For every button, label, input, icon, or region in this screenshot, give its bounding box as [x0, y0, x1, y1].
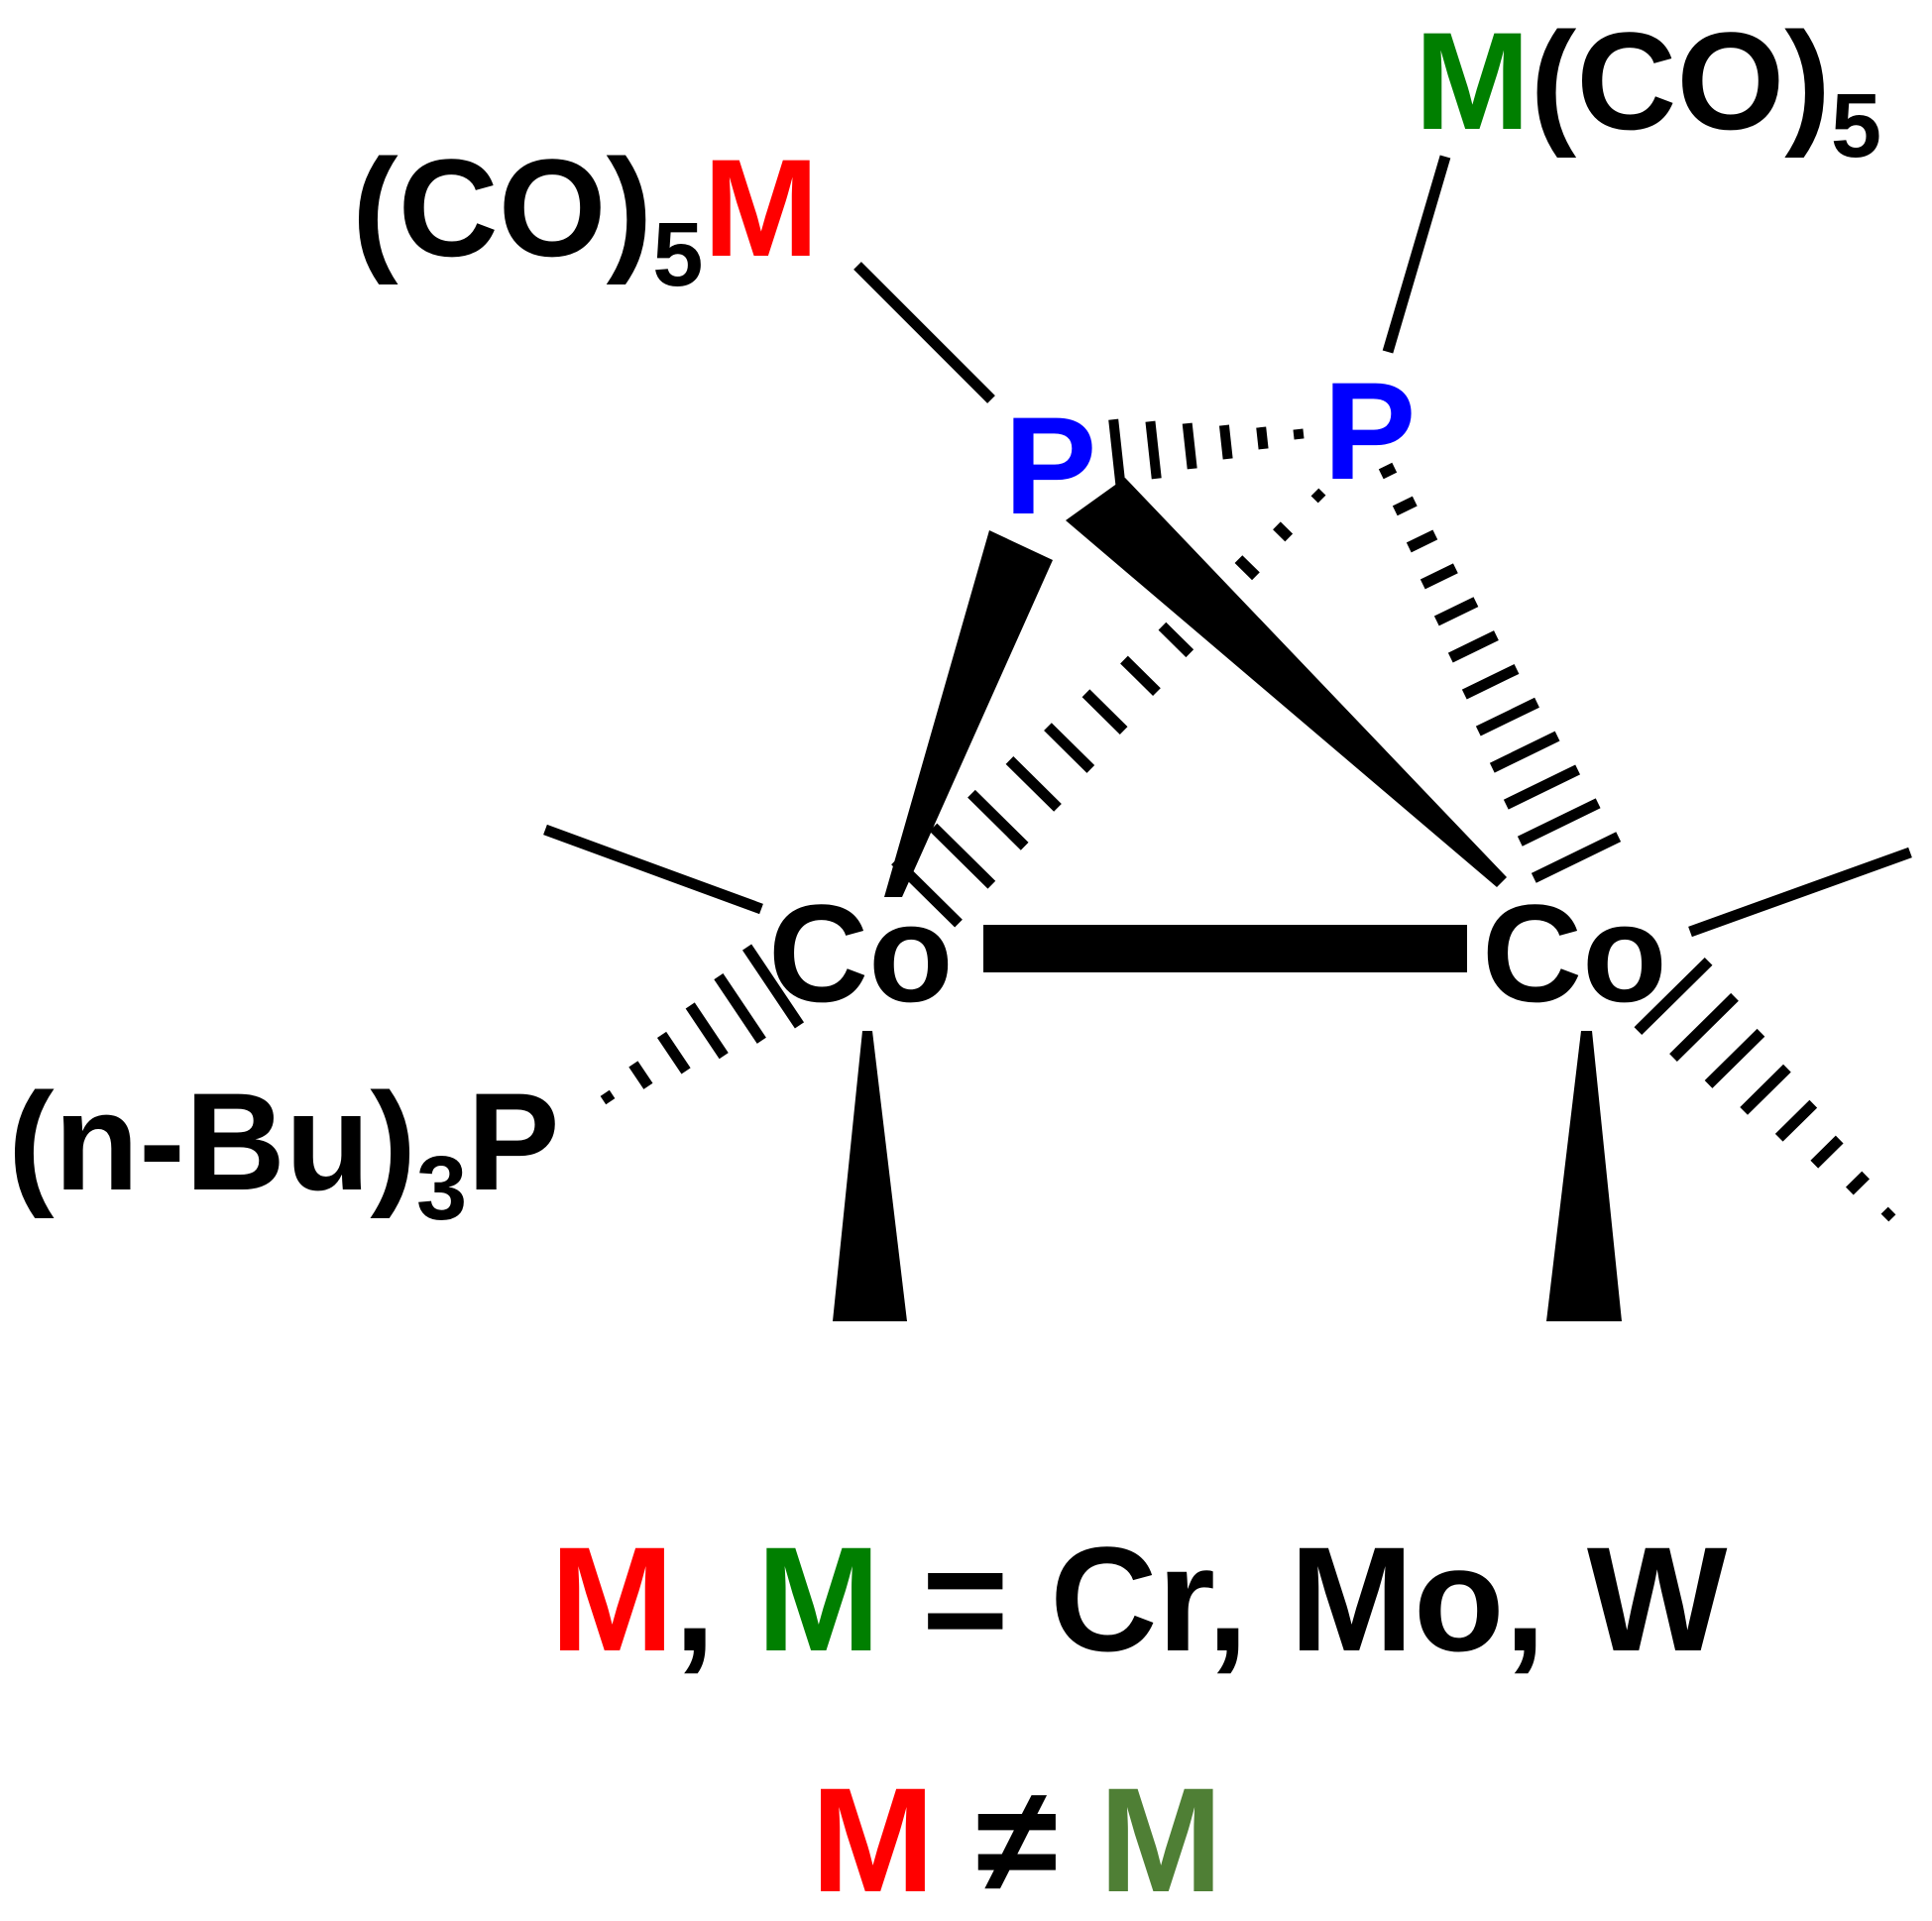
tributylphosphine-ligand: (n-Bu)3P: [8, 1064, 560, 1239]
hash-p-right-co-right-stroke: [1378, 462, 1398, 480]
phosphorus-left: P: [1004, 388, 1096, 543]
plain-bonds: [543, 155, 1912, 938]
hash-co-right-ligand-stroke: [1669, 992, 1739, 1062]
hash-p-right-co-right-stroke: [1489, 731, 1560, 773]
hash-co-left-p-right-stroke: [1081, 689, 1128, 734]
hash-p-left-p-right-stroke: [1218, 424, 1233, 460]
hash-co-left-p-right-stroke: [1120, 655, 1161, 697]
hash-co-left-phosphine-stroke: [685, 1002, 729, 1060]
m1-carbonyl-subscript: 5: [652, 204, 703, 305]
hash-co-left-phosphine-stroke: [600, 1089, 616, 1105]
m2-carbonyl-suffix: (CO): [1531, 3, 1831, 159]
hash-p-right-co-right-stroke: [1406, 529, 1438, 553]
hash-co-left-p-right-stroke: [891, 856, 963, 928]
hash-p-right-co-right-stroke: [1392, 496, 1418, 516]
hash-co-left-p-right-stroke: [1310, 488, 1326, 504]
hash-p-left-p-right-stroke: [1182, 422, 1197, 470]
hash-p-right-co-right-stroke: [1531, 832, 1622, 883]
bond-co-left-methyl-ligand: [543, 824, 763, 915]
hash-co-right-ligand-stroke: [1634, 957, 1713, 1036]
phosphorus-right: P: [1323, 353, 1416, 508]
legend-metal-list: = Cr, Mo, W: [880, 1516, 1728, 1682]
hash-co-right-ligand-stroke: [1704, 1028, 1765, 1088]
hash-p-right-co-right-stroke: [1475, 697, 1539, 736]
hash-co-left-phosphine-stroke: [741, 944, 805, 1029]
wedge-co-left-down: [833, 1031, 907, 1321]
wedge-bonds: [833, 478, 1622, 1321]
hash-co-left-p-right-stroke: [1158, 622, 1194, 658]
m1-carbonyl-group: (CO)5M: [352, 130, 819, 305]
hash-co-left-phosphine-stroke: [628, 1061, 653, 1089]
phosphine-subscript: 3: [416, 1138, 467, 1239]
legend-neq-symbol: ≠: [935, 1756, 1099, 1921]
bond-co-right-ligand: [1688, 847, 1912, 938]
hash-p-left-p-right-stroke: [1256, 426, 1269, 450]
phosphine-phosphorus: P: [467, 1064, 559, 1219]
legend-m2: M: [756, 1516, 880, 1682]
hash-co-left-p-right-stroke: [929, 823, 996, 889]
hash-co-left-p-right-stroke: [1234, 555, 1260, 581]
hash-p-left-p-right-stroke: [1145, 420, 1162, 480]
m1-carbonyl-prefix: (CO): [352, 130, 652, 285]
m2-metal: M: [1415, 3, 1531, 159]
hash-co-left-phosphine-stroke: [714, 972, 766, 1044]
wedge-p-left-co-left: [884, 530, 1053, 897]
hash-p-right-co-right-stroke: [1420, 563, 1458, 590]
bond-m2-p-right: [1382, 155, 1451, 354]
legend-m1: M: [550, 1516, 674, 1682]
hash-co-right-ligand-stroke: [1740, 1064, 1791, 1115]
hash-co-left-p-right-stroke: [1005, 756, 1062, 812]
hash-p-right-co-right-stroke: [1433, 597, 1479, 626]
legend-inequality: M ≠ M: [811, 1756, 1223, 1921]
hash-co-left-p-right-stroke: [1196, 588, 1227, 620]
legend-neq-m1: M: [811, 1756, 935, 1921]
hash-co-right-ligand-stroke: [1774, 1099, 1818, 1142]
hashed-bonds: [600, 418, 1896, 1222]
hash-p-left-p-right-stroke: [1293, 428, 1305, 440]
wedge-p-left-co-right: [1066, 478, 1507, 887]
cobalt-right: Co: [1482, 875, 1667, 1031]
legend-neq-m2: M: [1099, 1756, 1223, 1921]
hash-co-left-phosphine-stroke: [656, 1031, 691, 1074]
hash-co-right-ligand-stroke: [1810, 1135, 1844, 1169]
hash-co-right-ligand-stroke: [1880, 1206, 1896, 1222]
hash-co-right-ligand-stroke: [1846, 1171, 1870, 1195]
hash-co-left-p-right-stroke: [1044, 723, 1095, 773]
cobalt-left: Co: [768, 875, 954, 1031]
bond-m1-p-left: [853, 262, 995, 403]
m1-metal: M: [703, 130, 819, 285]
phosphine-prefix: (n-Bu): [8, 1064, 416, 1219]
hash-p-right-co-right-stroke: [1503, 764, 1581, 810]
hash-p-right-co-right-stroke: [1447, 630, 1499, 663]
hash-p-right-co-right-stroke: [1517, 798, 1601, 847]
wedge-co-right-down: [1546, 1031, 1622, 1321]
hash-p-left-p-right-stroke: [1108, 418, 1126, 490]
hash-p-right-co-right-stroke: [1461, 663, 1520, 700]
legend-metals: M, M = Cr, Mo, W: [550, 1516, 1728, 1682]
m2-carbonyl-subscript: 5: [1831, 75, 1881, 176]
m2-carbonyl-group: M(CO)5: [1415, 3, 1881, 176]
hash-co-left-p-right-stroke: [967, 789, 1029, 850]
hash-co-left-p-right-stroke: [1273, 521, 1294, 542]
legend-comma: ,: [674, 1516, 756, 1682]
bond-co-co: [983, 925, 1467, 972]
